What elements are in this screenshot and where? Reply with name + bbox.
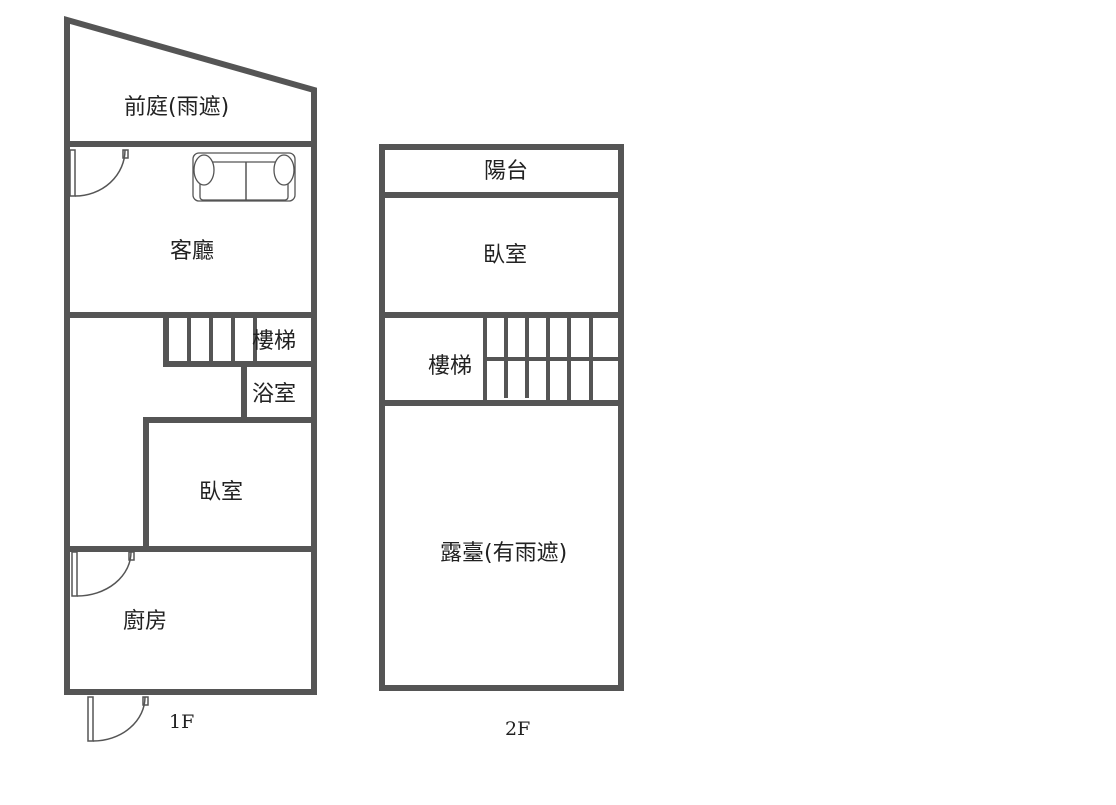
floor-1-stairs-wall: [163, 312, 317, 367]
living-room-door-icon: [69, 149, 129, 197]
floor-1-outer-wall: [64, 16, 317, 695]
bathroom-label: 浴室: [252, 382, 296, 407]
floor-1-bedroom-label: 臥室: [199, 480, 243, 505]
floor-2-plan: 陽台 臥室 樓梯 露臺(有雨遮) 2F: [379, 144, 624, 740]
entrance-door-icon: [87, 696, 149, 742]
floor-1-stair-treads: [187, 315, 257, 364]
floor-1-bedroom-wall: [143, 417, 317, 552]
kitchen-door-icon: [71, 551, 135, 597]
floor-1-plan: 前庭(雨遮) 客廳 樓梯 浴室 臥室 廚房 1F: [64, 16, 317, 742]
balcony-label: 陽台: [484, 159, 528, 184]
floor-2-outer-wall: [379, 144, 624, 691]
front-yard-label: 前庭(雨遮): [124, 95, 229, 120]
sofa-icon: [192, 152, 296, 202]
floor-1-stairs-label: 樓梯: [252, 329, 296, 354]
floor-2-label: 2F: [505, 718, 530, 740]
kitchen-label: 廚房: [123, 609, 167, 634]
floor-2-bedroom-label: 臥室: [483, 243, 527, 268]
terrace-label: 露臺(有雨遮): [440, 541, 567, 566]
floor-2-stair-treads: [483, 315, 621, 403]
floor-1-label: 1F: [169, 711, 194, 733]
floor-2-stairs-label: 樓梯: [428, 354, 472, 379]
living-room-label: 客廳: [170, 239, 214, 264]
